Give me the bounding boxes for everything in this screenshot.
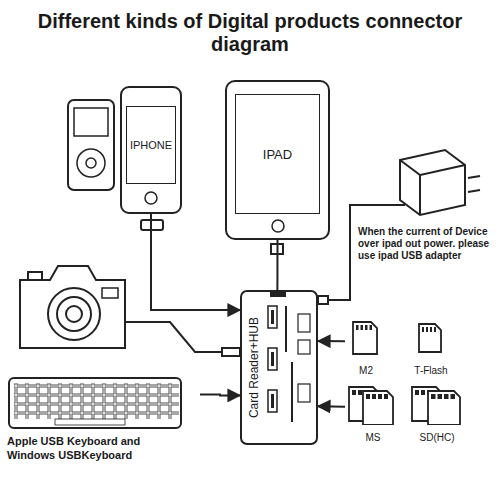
card-contact (361, 325, 364, 330)
diagram-title: Different kinds of Digital products conn… (0, 10, 500, 56)
usb-tongue (271, 352, 274, 366)
device-name: IPAD (263, 147, 292, 162)
space-bar (55, 419, 125, 425)
cable-connector (276, 240, 278, 290)
sd-card (428, 391, 460, 425)
card-contact (378, 394, 382, 399)
memory-card-drawing (345, 385, 401, 425)
cable-connector (318, 405, 345, 407)
note-text: When the current of Device over ipad out… (358, 226, 496, 262)
home-button (143, 190, 159, 206)
card-label: MS (366, 432, 381, 443)
keyboard-body (9, 378, 181, 428)
card-icon (298, 340, 310, 354)
card-node: SD(HC) (408, 385, 466, 447)
screen: IPHONE (126, 106, 176, 184)
device-name: Card Reader+HUB (247, 317, 261, 418)
card-contact (430, 327, 432, 332)
cable-connector (318, 340, 345, 342)
pad-node: IPAD (225, 80, 330, 240)
memory-card-drawing (408, 385, 466, 425)
usb-port (268, 390, 277, 412)
card-node: MS (345, 385, 401, 447)
card-label: SD(HC) (420, 432, 455, 443)
device-name: IPHONE (130, 139, 172, 151)
card-icon (298, 384, 310, 402)
card-contact (356, 325, 359, 330)
card-slot (291, 362, 293, 422)
usb-tongue (271, 394, 274, 408)
memory-card-drawing (405, 318, 457, 358)
card-node: T-Flash (405, 318, 457, 379)
card-label: M2 (359, 365, 373, 376)
power-adapter (400, 150, 480, 215)
card-contact (365, 325, 368, 330)
card-label-box: SD(HC) (408, 427, 466, 445)
card-node: M2 (345, 318, 387, 379)
card-contact (426, 327, 428, 332)
m2-card (353, 322, 377, 354)
card-contact (451, 394, 456, 399)
top-port (270, 292, 286, 297)
card-contact (421, 390, 425, 395)
keyboard-drawing (5, 368, 200, 430)
card-slot (285, 306, 287, 352)
keyboard-label-box: Apple USB Keyboard and Windows USBKeyboa… (7, 434, 198, 463)
usb-tongue (271, 310, 274, 324)
hub-node: Card Reader+HUB (240, 290, 318, 445)
button-ring (145, 192, 157, 204)
card-contact (422, 327, 424, 332)
card-icon (298, 314, 310, 332)
usb-port (268, 348, 277, 370)
phone-node: IPHONE (120, 86, 182, 214)
camera-drawing (20, 266, 125, 348)
card-label-box: MS (345, 427, 401, 445)
screen: IPAD (235, 94, 320, 214)
card-label-box: M2 (345, 360, 387, 378)
card-label-box: T-Flash (405, 360, 457, 378)
ms-card (363, 391, 393, 425)
card-contact (434, 327, 436, 332)
card-contact (384, 394, 388, 399)
card-contact (444, 394, 449, 399)
tf-card (419, 324, 441, 352)
memory-card-drawing (345, 318, 387, 358)
card-contact (358, 390, 362, 395)
keyboard-label: Apple USB Keyboard and Windows USBKeyboa… (7, 434, 147, 463)
home-button (270, 218, 286, 234)
card-contact (431, 394, 436, 399)
card-contact (372, 394, 376, 399)
card-contact (438, 394, 443, 399)
hub-label-holder: Card Reader+HUB (245, 292, 263, 443)
card-contact (370, 325, 373, 330)
ipod-drawing (68, 100, 114, 190)
card-contact (352, 390, 356, 395)
keyboard-keys (14, 383, 179, 419)
card-contact (415, 390, 419, 395)
cable-connector (200, 394, 240, 397)
card-label: T-Flash (414, 365, 447, 376)
card-contact (366, 394, 370, 399)
kb-node: Apple USB Keyboard and Windows USBKeyboa… (5, 368, 200, 470)
usb-port (268, 306, 277, 328)
camera-cable (125, 322, 240, 356)
button-ring (272, 220, 284, 232)
